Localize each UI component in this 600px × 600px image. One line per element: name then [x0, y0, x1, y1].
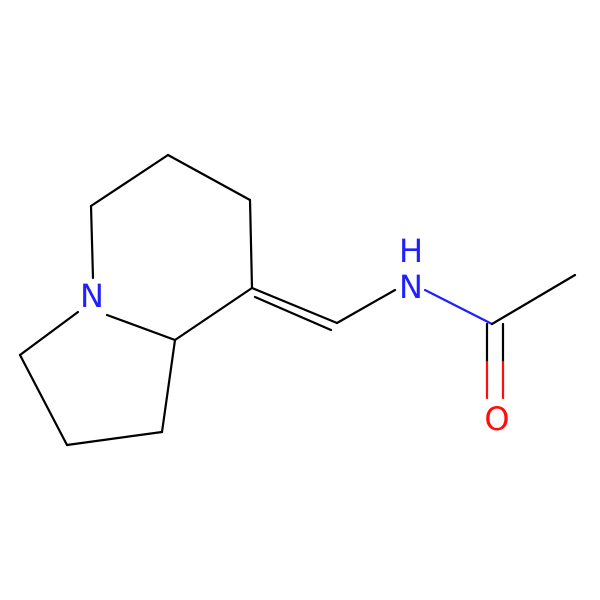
atom-label-amide-nitrogen: N — [399, 268, 423, 306]
bond-c7-c8a — [160, 338, 177, 434]
double-bond-inner — [253, 295, 333, 332]
bond-c6-c7 — [65, 430, 164, 447]
double-bond-outer — [250, 286, 339, 325]
bond-ch-nh — [335, 288, 397, 325]
bond-n-c5 — [18, 310, 80, 357]
atom-label-oxygen: O — [484, 400, 509, 438]
bond-n-c1 — [89, 204, 95, 280]
atom-label-amide-hydrogen: H — [399, 232, 423, 270]
atom-label-ring-nitrogen: N — [80, 277, 104, 315]
bond-c8a-n — [105, 313, 177, 342]
bond-c5-c6 — [18, 353, 69, 447]
bond-c3-c4 — [248, 198, 254, 290]
bond-nh-carbonyl — [423, 288, 494, 326]
bond-c4-c8a — [173, 286, 254, 342]
bond-c2-c3 — [166, 153, 252, 202]
bond-carbonyl-methyl — [490, 273, 577, 326]
bond-c1-c2 — [89, 153, 170, 208]
